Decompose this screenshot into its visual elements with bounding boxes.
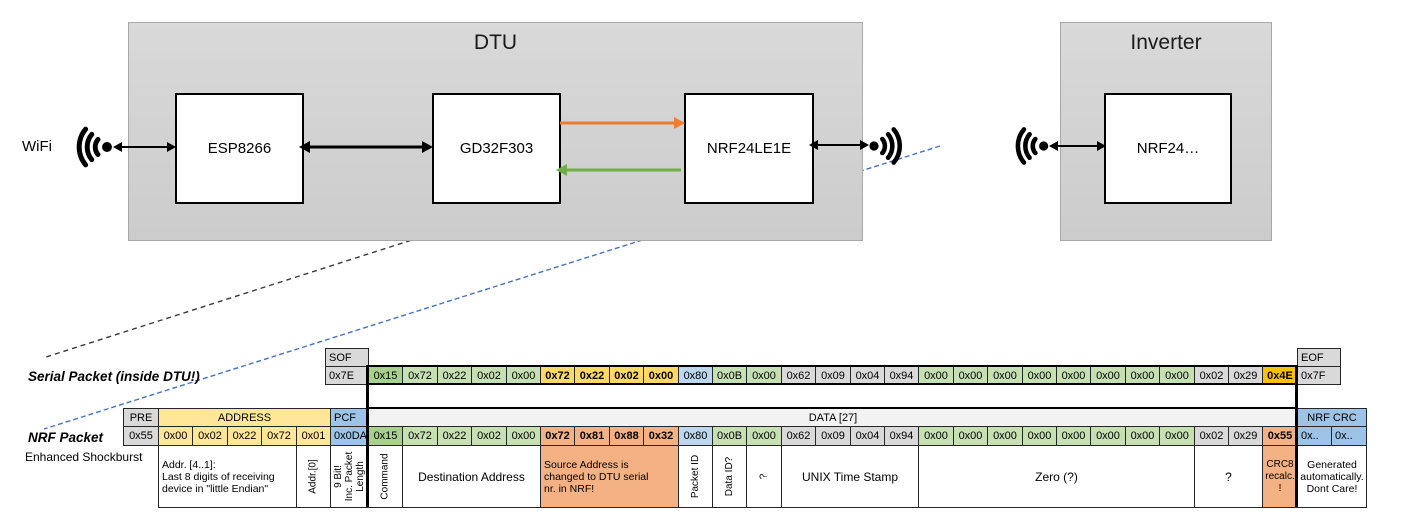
nrf24le1e-box: NRF24LE1E (684, 93, 814, 204)
packet-note: Zero (?) (918, 445, 1195, 508)
nrf-address-cell: 0x00 (158, 426, 193, 446)
nrf-byte-cell: 0x00 (1022, 426, 1057, 446)
nrf-byte-cell: 0x32 (643, 426, 679, 446)
nrf-byte-cell: 0x94 (884, 426, 919, 446)
nrf-to-gd-arrow (556, 164, 685, 176)
nrf-antenna-arrow (809, 139, 869, 151)
packet-note: Generated automatically. Dont Care! (1297, 445, 1367, 508)
packet-note: Packet ID (678, 445, 713, 508)
esp8266-box: ESP8266 (175, 93, 304, 204)
nrf-address-cell: 0x72 (261, 426, 297, 446)
nrf-byte-cell: 0x04 (850, 426, 885, 446)
nrf-byte-cell: 0x00 (1056, 426, 1091, 446)
inverter-nrf24-box: NRF24… (1104, 93, 1232, 204)
nrf-byte-cell: 0x00 (1090, 426, 1126, 446)
gd32f303-box: GD32F303 (432, 93, 561, 204)
packet-note: Data ID? (712, 445, 747, 508)
nrf-byte-cell: 0x00 (746, 426, 782, 446)
nrf-byte-cell: 0x72 (540, 426, 575, 446)
serial-byte-cell: 0x94 (884, 366, 919, 385)
nrf-address-cell: 0x22 (227, 426, 262, 446)
packet-note: Destination Address (402, 445, 541, 508)
serial-byte-cell: 0x00 (506, 366, 541, 385)
nrf-crc-header: NRF CRC (1297, 408, 1367, 427)
nrf-pre-value: 0x55 (123, 426, 159, 446)
serial-byte-cell: 0x00 (643, 366, 679, 385)
serial-byte-cell: 0x09 (815, 366, 851, 385)
nrf-packet-label: NRF Packet (28, 430, 104, 445)
nrf-byte-cell: 0x00 (1125, 426, 1160, 446)
nrf-byte-cell: 0x62 (781, 426, 816, 446)
serial-sof-value: 0x7E (325, 366, 369, 385)
nrf-address-header: ADDRESS (158, 408, 331, 427)
nrf-data-top-border (367, 407, 1298, 409)
nrf-crc-cell: 0x.. (1297, 426, 1332, 446)
nrf-byte-cell: 0x22 (437, 426, 472, 446)
nrf-byte-cell: 0x29 (1228, 426, 1263, 446)
packet-note: ? (1194, 445, 1263, 508)
nrf-byte-cell: 0x00 (987, 426, 1023, 446)
esp8266-label: ESP8266 (207, 140, 272, 157)
nrf-address-cell: 0x01 (296, 426, 331, 446)
packet-note: Addr.[0] (296, 445, 331, 508)
nrf-pcf-header: PCF (330, 408, 369, 427)
nrf24le1e-label: NRF24LE1E (706, 140, 792, 157)
data-left-boundary (366, 365, 369, 507)
nrf-byte-cell: 0x0B (712, 426, 747, 446)
serial-byte-cell: 0x80 (678, 366, 713, 385)
nrf-byte-cell: 0x72 (402, 426, 438, 446)
nrf-byte-cell: 0x81 (574, 426, 610, 446)
nrf-pcf-value: 0x0DA (330, 426, 369, 446)
nrf-byte-cell: 0x00 (918, 426, 954, 446)
serial-byte-cell: 0x04 (850, 366, 885, 385)
wifi-esp-arrow (113, 141, 176, 153)
nrf-packet-sublabel: Enhanced Shockburst (25, 450, 143, 464)
nrf-data-header: DATA [27] (368, 408, 1298, 427)
packet-note: CRC8 recalc. ! (1262, 445, 1298, 508)
serial-packet-label: Serial Packet (inside DTU!) (28, 369, 200, 384)
serial-data-top-border (367, 365, 1298, 367)
packet-note: Source Address is changed to DTU serial … (540, 445, 679, 508)
nrf-byte-cell: 0x88 (609, 426, 644, 446)
inverter-nrf24-label: NRF24… (1136, 140, 1200, 157)
packet-note: ? (746, 445, 782, 508)
packet-note: UNIX Time Stamp (781, 445, 919, 508)
dtu-antenna-icon (869, 127, 902, 165)
esp-gd-arrow (299, 141, 433, 153)
gd32f303-label: GD32F303 (459, 140, 534, 157)
nrf-address-cell: 0x02 (192, 426, 228, 446)
serial-eof-value: 0x7F (1297, 366, 1341, 385)
nrf-pre-header: PRE (123, 408, 159, 427)
packet-note: Command (368, 445, 403, 508)
nrf-byte-cell: 0x00 (506, 426, 541, 446)
serial-byte-cell: 0x15 (368, 366, 403, 385)
wifi-label: WiFi (22, 138, 52, 155)
nrf-crc-cell: 0x.. (1331, 426, 1367, 446)
inverter-antenna-icon (1015, 127, 1049, 165)
data-right-boundary (1295, 365, 1298, 507)
nrf-byte-cell: 0x00 (1159, 426, 1195, 446)
gd-to-nrf-arrow (556, 117, 685, 129)
nrf-byte-cell: 0x00 (953, 426, 988, 446)
serial-data-bottom-border (367, 383, 1298, 385)
inverter-title: Inverter (1130, 31, 1202, 54)
serial-byte-cell: 0x00 (746, 366, 782, 385)
serial-byte-cell: 0x02 (1194, 366, 1229, 385)
inverter-antenna-arrow (1049, 140, 1106, 152)
nrf-byte-cell: 0x02 (471, 426, 507, 446)
packet-note: 9 Bit! Inc. Packet Length (330, 445, 369, 508)
serial-sof-header: SOF (325, 348, 369, 367)
nrf-byte-cell: 0x15 (368, 426, 403, 446)
nrf-byte-cell: 0x80 (678, 426, 713, 446)
wifi-icon (76, 126, 112, 168)
serial-eof-header: EOF (1297, 348, 1341, 367)
dtu-title: DTU (473, 31, 518, 54)
nrf-byte-cell: 0x55 (1262, 426, 1298, 446)
nrf-byte-cell: 0x02 (1194, 426, 1229, 446)
packet-note: Addr. [4..1]: Last 8 digits of receiving… (158, 445, 297, 508)
nrf-byte-cell: 0x09 (815, 426, 851, 446)
